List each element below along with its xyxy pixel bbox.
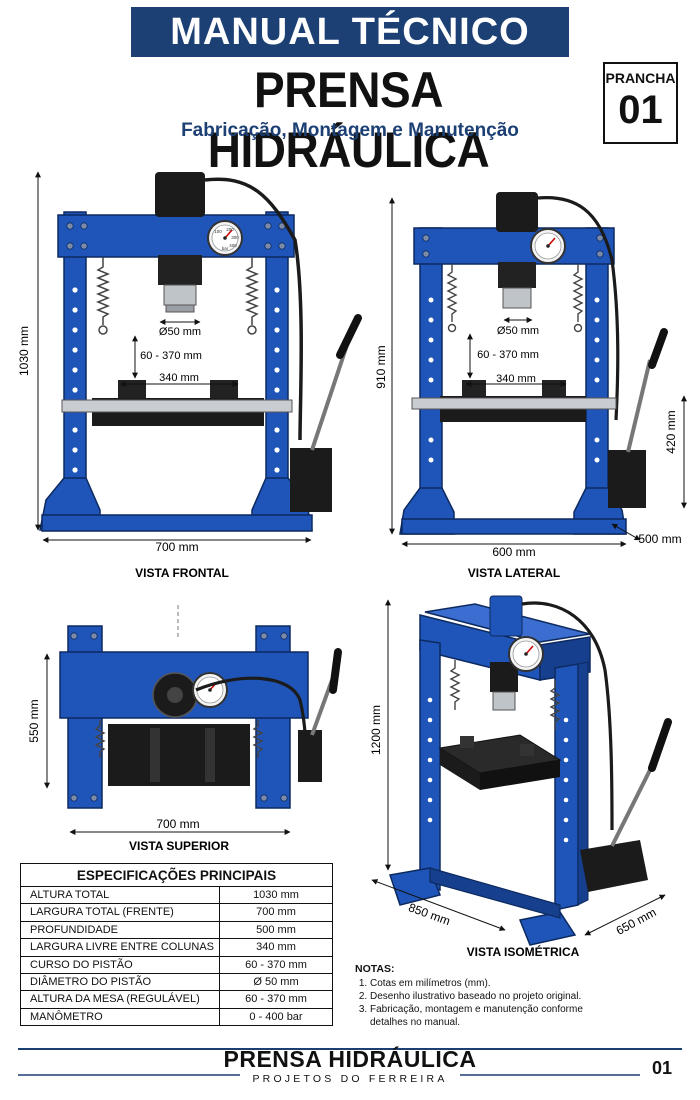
svg-text:400: 400 <box>229 243 237 248</box>
front-gauge-scale: 100 200 300 400 bar <box>214 227 239 251</box>
sheet-label: PRANCHA <box>605 70 676 86</box>
front-hose <box>204 177 303 441</box>
svg-text:300: 300 <box>231 235 239 240</box>
top-view <box>44 605 342 835</box>
iso-gauge <box>508 636 544 672</box>
side-view <box>389 192 687 547</box>
notes-title: NOTAS: <box>355 963 395 975</box>
list-item: Cotas em milímetros (mm). <box>370 977 595 990</box>
front-height-dim: 1030 mm <box>17 326 31 376</box>
footer-page-number: 01 <box>652 1058 673 1078</box>
side-table-dim: 420 mm <box>664 410 678 453</box>
front-pump-handle <box>336 314 362 359</box>
sheet-box: PRANCHA 01 <box>603 62 678 144</box>
front-springs <box>95 257 260 335</box>
side-width-dim: 600 mm <box>492 545 535 559</box>
front-width-dim: 700 mm <box>155 540 198 554</box>
front-top-beam <box>57 214 295 258</box>
side-height-dim: 910 mm <box>374 345 388 388</box>
top-view-caption: VISTA SUPERIOR <box>129 839 229 853</box>
top-press-table <box>108 724 250 786</box>
list-item: Desenho ilustrativo baseado no projeto o… <box>370 990 595 1003</box>
specifications-title: ESPECIFICAÇÕES PRINCIPAIS <box>21 864 332 887</box>
footer-subtitle: PROJETOS DO FERREIRA <box>252 1073 448 1085</box>
front-view <box>35 171 362 543</box>
side-depth-dim: 500 mm <box>638 532 681 546</box>
table-row: LARGURA TOTAL (FRENTE)700 mm <box>21 904 332 922</box>
page-subtitle: Fabricação, Montagem e Manutenção <box>181 120 519 141</box>
front-stroke-dim: 60 - 370 mm <box>140 350 202 362</box>
front-piston <box>163 284 197 306</box>
iso-height-dim: 1200 mm <box>369 705 383 755</box>
manual-banner: MANUAL TÉCNICO <box>131 7 569 57</box>
front-hydraulic-cylinder <box>155 172 205 217</box>
front-base <box>41 514 313 532</box>
table-row: ALTURA DA MESA (REGULÁVEL)60 - 370 mm <box>21 991 332 1009</box>
front-column-holes <box>72 287 280 473</box>
svg-text:200: 200 <box>226 227 234 232</box>
sheet-number: 01 <box>618 88 663 132</box>
front-clear-dim: 340 mm <box>159 372 199 384</box>
top-depth-dim: 550 mm <box>27 699 41 742</box>
side-stroke-dim: 60 - 370 mm <box>477 349 539 361</box>
svg-text:bar: bar <box>222 246 229 251</box>
front-piston-dim: Ø50 mm <box>159 326 201 338</box>
side-gauge <box>530 228 566 264</box>
iso-right-dim: 650 mm <box>614 905 659 938</box>
top-width-dim: 700 mm <box>156 817 199 831</box>
front-pump <box>290 448 332 512</box>
side-clear-dim: 340 mm <box>496 373 536 385</box>
footer-title: PRENSA HIDRÁULICA <box>223 1046 477 1072</box>
front-table-pin <box>61 399 293 413</box>
page-title: PRENSA HIDRÁULICA <box>207 62 490 178</box>
side-piston-dim: Ø50 mm <box>497 325 539 337</box>
iso-left-dim: 850 mm <box>407 900 453 928</box>
iso-view-caption: VISTA ISOMÉTRICA <box>467 944 580 959</box>
isometric-view <box>371 595 672 946</box>
side-view-caption: VISTA LATERAL <box>468 566 560 580</box>
front-view-caption: VISTA FRONTAL <box>135 566 229 580</box>
notes-block: NOTAS: Cotas em milímetros (mm). Desenho… <box>355 963 595 1029</box>
svg-text:100: 100 <box>214 229 222 234</box>
list-item: Fabricação, montagem e manutenção confor… <box>370 1003 595 1029</box>
front-cylinder-body <box>158 255 202 285</box>
